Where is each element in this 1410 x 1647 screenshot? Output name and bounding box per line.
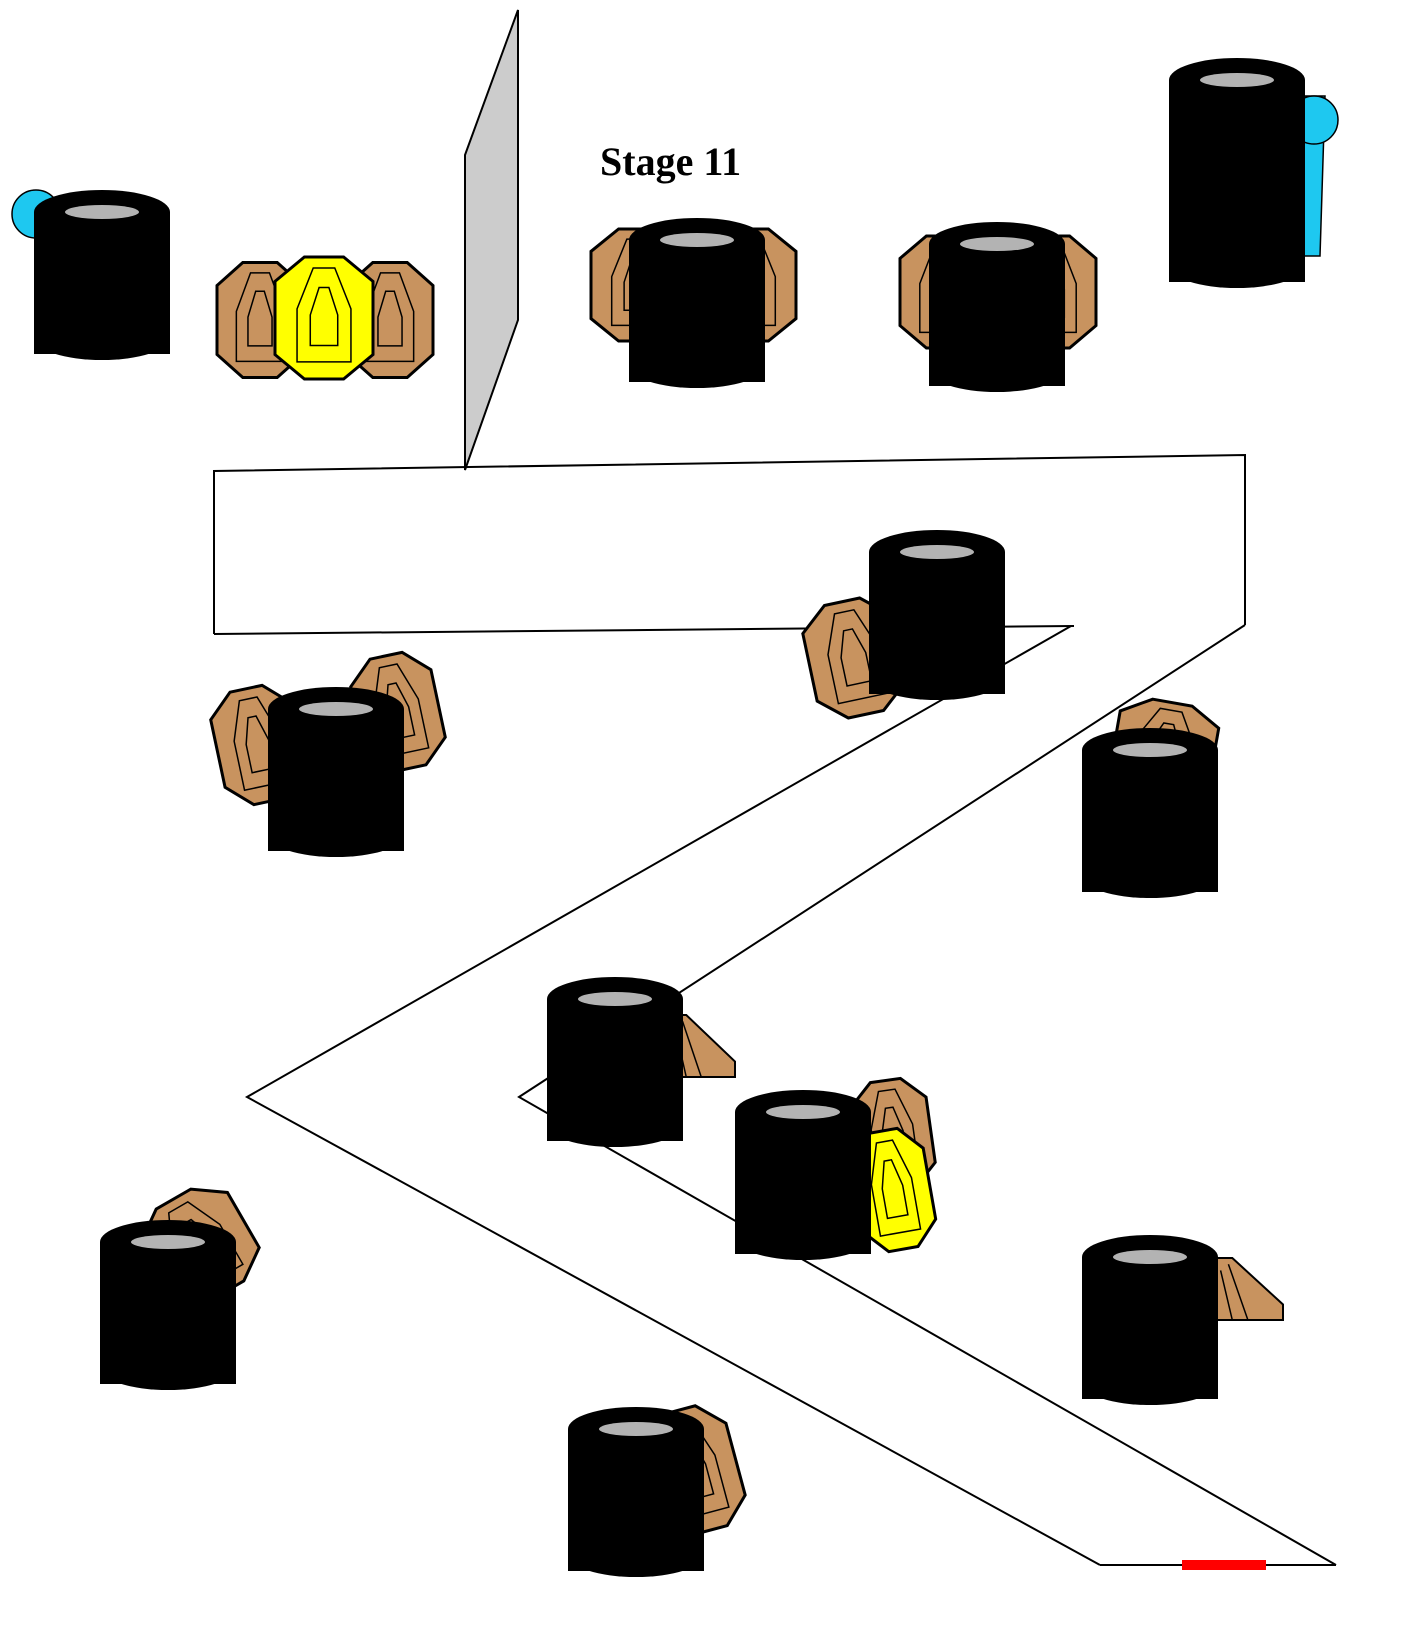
tire-stack-icon bbox=[547, 977, 683, 1147]
tire-stack-icon bbox=[568, 1407, 704, 1577]
fault-line-right-path bbox=[517, 624, 1337, 1566]
tire-stack-icon bbox=[268, 687, 404, 857]
stage-title: Stage 11 bbox=[600, 139, 742, 184]
tire-stack-icon bbox=[1082, 1235, 1218, 1405]
tire-stack-icon bbox=[100, 1220, 236, 1390]
start-position-icon bbox=[1182, 1560, 1266, 1570]
fault-line-upper-box bbox=[213, 453, 1246, 634]
tire-stack-icon bbox=[735, 1090, 871, 1260]
no-shoot-target-icon bbox=[275, 257, 373, 379]
tire-stack-icon bbox=[869, 530, 1005, 700]
tire-stack-icon bbox=[1082, 728, 1218, 898]
tire-stack-icon bbox=[929, 222, 1065, 392]
barricade-wall-icon bbox=[464, 9, 519, 471]
tire-stack-icon bbox=[629, 218, 765, 388]
fault-line-left-path bbox=[244, 625, 1101, 1566]
tire-stack-icon bbox=[34, 190, 170, 360]
tire-stack-icon bbox=[1169, 58, 1305, 288]
